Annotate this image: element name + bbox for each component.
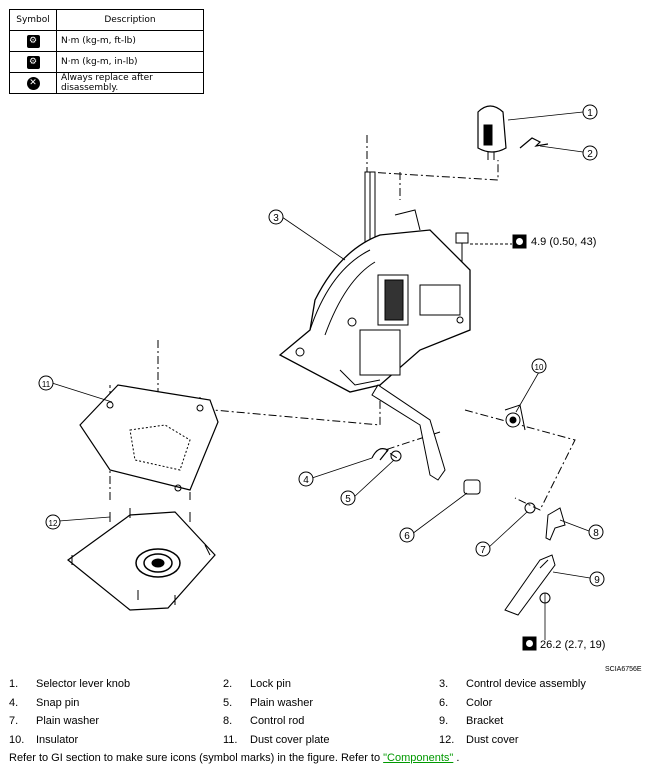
- symbol-header: Symbol: [9, 9, 57, 31]
- dust-cover-plate: [79, 384, 219, 492]
- legend-label: Plain washer: [250, 696, 313, 709]
- legend-label: Insulator: [36, 733, 79, 746]
- legend-label: Plain washer: [36, 715, 99, 727]
- callout-circle-12: [45, 514, 61, 530]
- callout-label-1: 1: [587, 108, 593, 119]
- legend-label: Snap pin: [36, 696, 80, 709]
- callout-circle-10: [531, 358, 547, 374]
- replace-icon: ✕: [26, 76, 40, 90]
- legend-label: Color: [466, 696, 493, 709]
- legend-number: 3.: [439, 678, 449, 690]
- legend-label: Control device assembly: [466, 678, 586, 690]
- lock-pin: [519, 137, 549, 149]
- legend-label: Bracket: [466, 715, 504, 727]
- callout-label-5: 5: [345, 494, 351, 505]
- callout-circle-9: [589, 571, 605, 587]
- callout-circle-1: [582, 104, 598, 120]
- torque-wrench-inlb-icon: ⚙: [26, 55, 40, 69]
- callout-label-2: 2: [587, 149, 593, 160]
- callout-circle-8: [588, 524, 604, 540]
- legend-number: 9.: [439, 715, 449, 727]
- components-link[interactable]: "Components": [383, 752, 454, 764]
- control-rod: [504, 554, 556, 616]
- legend-row: 1. Selector lever knob 2. Lock pin 3. Control…: [9, 678, 649, 697]
- callout-circle-7: [475, 541, 491, 557]
- legend-row: 7. Plain washer 8. Control rod 9. Bracket: [9, 715, 649, 734]
- torque-value-bolt: 4.9 (0.50, 43): [531, 236, 596, 248]
- legend-label: Control rod: [250, 715, 305, 727]
- collar: [463, 479, 481, 495]
- callout-circle-6: [399, 527, 415, 543]
- legend-number: 6.: [439, 696, 449, 709]
- footer-note: Refer to GI section to make sure icons (…: [9, 752, 459, 764]
- legend-number: 8.: [223, 715, 233, 727]
- callout-label-3: 3: [273, 213, 279, 224]
- lever-shaft: [364, 171, 376, 243]
- callout-label-10: 10: [535, 363, 544, 372]
- legend-number: 7.: [9, 715, 19, 727]
- plain-washer-5: [390, 450, 402, 462]
- callout-circle-5: [340, 490, 356, 506]
- callout-label-11: 11: [42, 380, 51, 389]
- torque-wrench-icon: [522, 636, 537, 651]
- callout-circle-3: [268, 209, 284, 225]
- legend-label: Lock pin: [250, 678, 291, 690]
- symbol-desc-2: N·m (kg-m, in-lb): [56, 51, 204, 73]
- bracket: [545, 507, 566, 541]
- callout-label-8: 8: [593, 528, 599, 539]
- dust-cover: [67, 508, 216, 611]
- bolt: [455, 232, 512, 262]
- symbol-desc-3: Always replace after disassembly.: [56, 72, 204, 94]
- callout-circle-11: [38, 375, 54, 391]
- legend-label: Selector lever knob: [36, 678, 131, 690]
- footer-text-end: .: [453, 752, 460, 764]
- plain-washer-7: [524, 502, 536, 514]
- control-rod-arm: [371, 384, 446, 481]
- callout-label-12: 12: [49, 519, 58, 528]
- legend-number: 10.: [9, 733, 25, 746]
- callout-circle-4: [298, 471, 314, 487]
- legend-number: 1.: [9, 678, 19, 690]
- callout-label-4: 4: [303, 475, 309, 486]
- parts-legend: 1. Selector lever knob 2. Lock pin 3. Control…: [9, 678, 649, 752]
- torque-wrench-icon: ⚙: [26, 34, 40, 48]
- leader-lines: [51, 111, 591, 640]
- legend-number: 5.: [223, 696, 233, 709]
- description-header: Description: [56, 9, 204, 31]
- snap-pin: [371, 448, 389, 461]
- callout-label-7: 7: [480, 545, 486, 556]
- torque-wrench-icon: [512, 234, 527, 249]
- footer-text: Refer to GI section to make sure icons (…: [9, 752, 384, 764]
- legend-label: Dust cover: [466, 733, 519, 746]
- legend-row: 4. Snap pin 5. Plain washer 6. Color: [9, 697, 649, 716]
- legend-number: 2.: [223, 678, 233, 690]
- callout-circle-2: [582, 145, 598, 161]
- callout-label-6: 6: [404, 531, 410, 542]
- legend-number: 4.: [9, 696, 19, 709]
- insulator: [504, 404, 526, 431]
- figure-ref-code: SCIA6756E: [605, 666, 642, 673]
- torque-value-rod: 26.2 (2.7, 19): [540, 639, 605, 651]
- legend-number: 11.: [223, 733, 238, 746]
- legend-label: Dust cover plate: [250, 733, 330, 746]
- symbol-desc-1: N·m (kg-m, ft-lb): [56, 30, 204, 52]
- control-device-assembly: [278, 209, 471, 393]
- selector-lever-knob: [477, 105, 507, 160]
- legend-number: 12.: [439, 733, 455, 746]
- legend-row: 10. Insulator 11. Dust cover plate 12. Dust c…: [9, 734, 649, 753]
- callout-label-9: 9: [594, 575, 600, 586]
- symbol-table: Symbol Description ⚙ N·m (kg-m, ft-lb) ⚙…: [9, 9, 204, 94]
